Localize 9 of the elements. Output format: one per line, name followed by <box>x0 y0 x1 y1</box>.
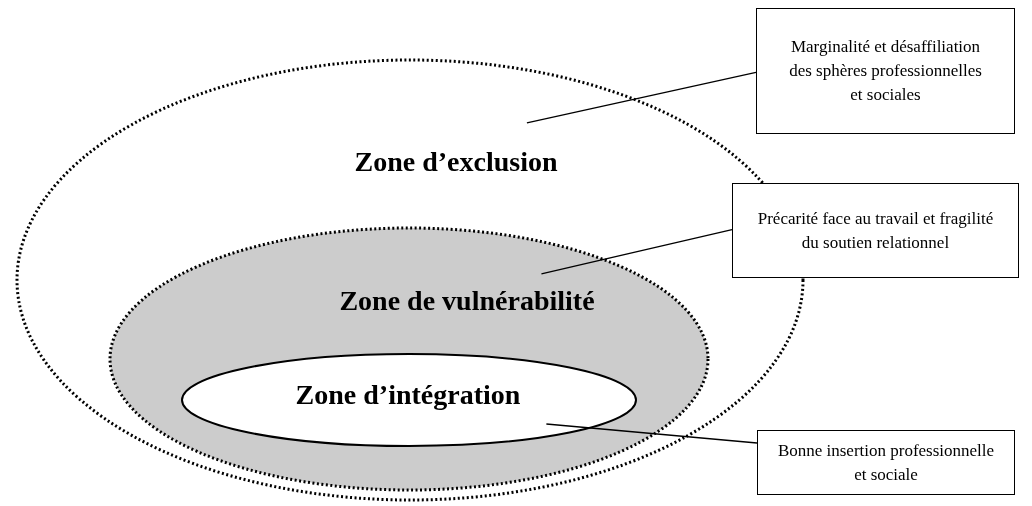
leader-line <box>526 71 757 124</box>
leader-line <box>540 228 733 275</box>
description-box: Marginalité et désaffiliation des sphères professionnelles et sociales <box>756 8 1015 134</box>
leader-line <box>545 423 758 444</box>
zone-label: Zone d’exclusion <box>354 146 558 177</box>
zone-label: Zone de vulnérabilité <box>339 285 595 316</box>
description-box: Précarité face au travail et fragilité du soutien relationnel <box>732 183 1019 278</box>
zone-label: Zone d’intégration <box>295 379 521 410</box>
description-box: Bonne insertion professionnelle et sociale <box>757 430 1015 495</box>
